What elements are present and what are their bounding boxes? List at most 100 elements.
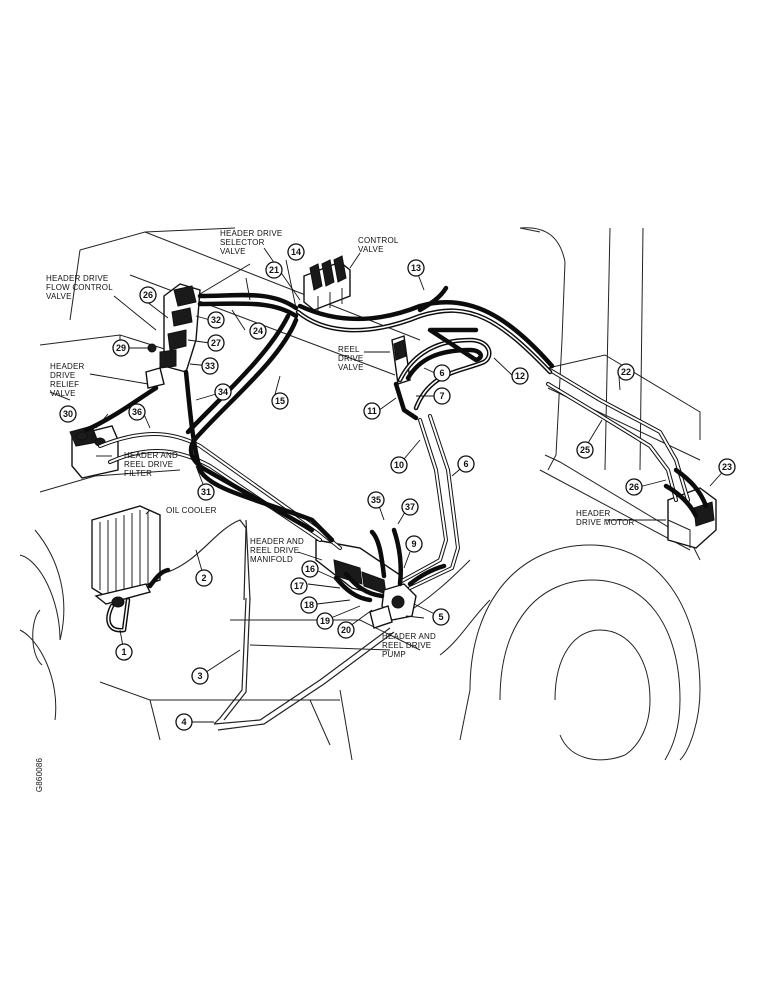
label-line: REEL DRIVE: [382, 641, 431, 650]
label-line: VALVE: [338, 363, 364, 372]
label-header-drive-motor: HEADER DRIVE MOTOR: [576, 509, 635, 527]
callout-number: 11: [367, 406, 377, 416]
callout-2: 2: [195, 569, 213, 587]
hose-lines: [83, 285, 709, 603]
label-line: FLOW CONTROL: [46, 283, 113, 292]
callout-number: 2: [201, 573, 206, 583]
label-line: HEADER AND: [382, 632, 436, 641]
callout-23: 23: [718, 458, 736, 476]
callout-20: 20: [337, 621, 355, 639]
header-and-reel-drive-pump: [369, 583, 417, 629]
callout-number: 29: [116, 343, 126, 353]
callout-4: 4: [175, 713, 193, 731]
label-line: HEADER DRIVE: [220, 229, 282, 238]
header-and-reel-drive-filter: [69, 425, 119, 479]
callout-26a: 26: [625, 478, 643, 496]
callout-30: 30: [59, 405, 77, 423]
callout-number: 18: [304, 600, 314, 610]
label-line: HEADER AND: [250, 537, 304, 546]
label-line: SELECTOR: [220, 238, 265, 247]
figure-id: G860086: [35, 757, 44, 792]
control-valve: [303, 255, 351, 312]
label-line: PUMP: [382, 650, 406, 659]
label-control-valve: CONTROL VALVE: [358, 236, 399, 254]
callout-number: 3: [197, 671, 202, 681]
callout-14: 14: [287, 243, 305, 261]
label-line: MANIFOLD: [250, 555, 293, 564]
callout-number: 30: [63, 409, 73, 419]
label-header-and-reel-drive-pump: HEADER AND REEL DRIVE PUMP: [382, 632, 436, 659]
label-header-drive-flow-control-valve: HEADER DRIVE FLOW CONTROL VALVE: [46, 274, 113, 301]
callout-21: 21: [265, 261, 283, 279]
header-drive-valve-bank: [145, 283, 201, 389]
callout-number: 27: [211, 338, 221, 348]
label-line: DRIVE: [50, 371, 75, 380]
callout-25: 25: [576, 441, 594, 459]
callout-37: 37: [401, 498, 419, 516]
label-header-and-reel-drive-manifold: HEADER AND REEL DRIVE MANIFOLD: [250, 537, 304, 564]
label-line: REEL DRIVE: [250, 546, 299, 555]
label-line: VALVE: [220, 247, 246, 256]
label-header-drive-relief-valve: HEADER DRIVE RELIEF VALVE: [50, 362, 84, 398]
label-line: CONTROL: [358, 236, 399, 245]
callout-18: 18: [300, 596, 318, 614]
callout-27: 27: [207, 334, 225, 352]
label-line: DRIVE: [338, 354, 363, 363]
callout-number: 23: [722, 462, 732, 472]
callout-16: 16: [301, 560, 319, 578]
callout-number: 14: [291, 247, 301, 257]
callout-12: 12: [511, 367, 529, 385]
callout-number: 35: [371, 495, 381, 505]
label-line: REEL: [338, 345, 360, 354]
label-line: OIL COOLER: [166, 506, 217, 515]
callout-26b: 26: [139, 286, 157, 304]
callout-number: 13: [411, 263, 421, 273]
label-line: HEADER: [576, 509, 611, 518]
label-reel-drive-valve: REEL DRIVE VALVE: [338, 345, 364, 372]
callout-10: 10: [390, 456, 408, 474]
callout-number: 31: [201, 487, 211, 497]
callout-number: 34: [218, 387, 228, 397]
callout-22: 22: [617, 363, 635, 381]
label-line: REEL DRIVE: [124, 460, 173, 469]
callout-13: 13: [407, 259, 425, 277]
label-line: DRIVE MOTOR: [576, 518, 635, 527]
callout-number: 1: [121, 647, 126, 657]
callout-number: 7: [439, 391, 444, 401]
machine-body-outline: [19, 227, 701, 761]
callout-3: 3: [191, 667, 209, 685]
callout-28: 28: [143, 290, 153, 300]
oil-cooler: [91, 505, 161, 608]
callout-number: 36: [132, 407, 142, 417]
callout-number: 26: [629, 482, 639, 492]
label-line: HEADER AND: [124, 451, 178, 460]
callout-number: 32: [211, 315, 221, 325]
callout-number: 17: [294, 581, 304, 591]
callout-7: 7: [433, 387, 451, 405]
callout-35: 35: [367, 491, 385, 509]
callout-24: 24: [249, 322, 267, 340]
callout-number: 6: [463, 459, 468, 469]
callout-number: 12: [515, 371, 525, 381]
callout-34: 34: [214, 383, 232, 401]
callout-number: 6: [439, 368, 444, 378]
callout-number: 4: [181, 717, 186, 727]
callout-number: 33: [205, 361, 215, 371]
callout-19: 19: [316, 612, 334, 630]
label-header-drive-selector-valve: HEADER DRIVE SELECTOR VALVE: [220, 229, 282, 256]
callout-6a: 6: [457, 455, 475, 473]
callout-number: 9: [411, 539, 416, 549]
callout-6b: 6: [433, 364, 451, 382]
label-line: VALVE: [46, 292, 72, 301]
callout-number: 37: [405, 502, 415, 512]
callout-number: 20: [341, 625, 351, 635]
label-line: HEADER DRIVE: [46, 274, 108, 283]
callout-number: 10: [394, 460, 404, 470]
callout-number: 19: [320, 616, 330, 626]
label-line: RELIEF: [50, 380, 79, 389]
callout-29: 29: [112, 339, 130, 357]
callout-number: 22: [621, 367, 631, 377]
callout-number: 16: [305, 564, 315, 574]
callout-number: 15: [275, 396, 285, 406]
